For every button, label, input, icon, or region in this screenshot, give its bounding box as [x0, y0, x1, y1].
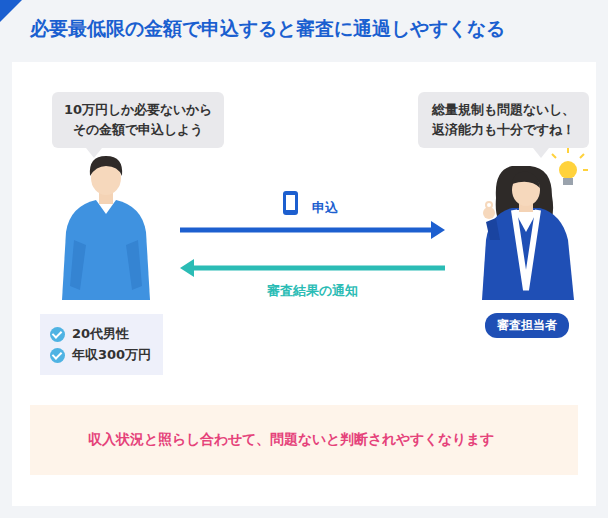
edge-label: 審査結果の通知 [264, 282, 361, 300]
reviewer-group: 審査担当者 [445, 155, 590, 338]
role-label: 審査担当者 [485, 313, 569, 338]
man-figure [62, 156, 150, 300]
edge-label: 申込 [309, 199, 341, 217]
speech-bubble: 総量規制も問題ないし、 返済能力も十分ですね！ [418, 92, 589, 148]
check-icon [50, 327, 65, 342]
note-box: 収入状況と照らし合わせて、問題ないと判断されやすくなります [30, 405, 578, 475]
profile-text: 年収300万円 [72, 346, 151, 364]
diagram-title: 必要最低限の金額で申込すると審査に通過しやすくなる [30, 16, 505, 42]
profile-text: 20代男性 [72, 325, 129, 343]
arrow-connector [180, 259, 445, 277]
applicant-group: 20代男性年収300万円 [40, 160, 180, 375]
bubble-text: 総量規制も問題ないし、 返済能力も十分ですね！ [430, 100, 577, 140]
check-icon [50, 348, 65, 363]
note-text: 収入状況と照らし合わせて、問題ないと判断されやすくなります [88, 431, 494, 449]
profile-box: 20代男性年収300万円 [40, 314, 163, 375]
bulb-icon [552, 148, 588, 185]
speech-bubble: 10万円しか必要ないから その金額で申込しよう [52, 92, 224, 148]
check-item: 20代男性 [50, 325, 151, 343]
bubble-text: 10万円しか必要ないから その金額で申込しよう [64, 100, 212, 140]
reviewer-figure [482, 166, 574, 300]
arrow-connector [180, 221, 445, 239]
corner-mark [0, 0, 22, 22]
check-item: 年収300万円 [50, 346, 151, 364]
phone-icon [283, 191, 298, 215]
